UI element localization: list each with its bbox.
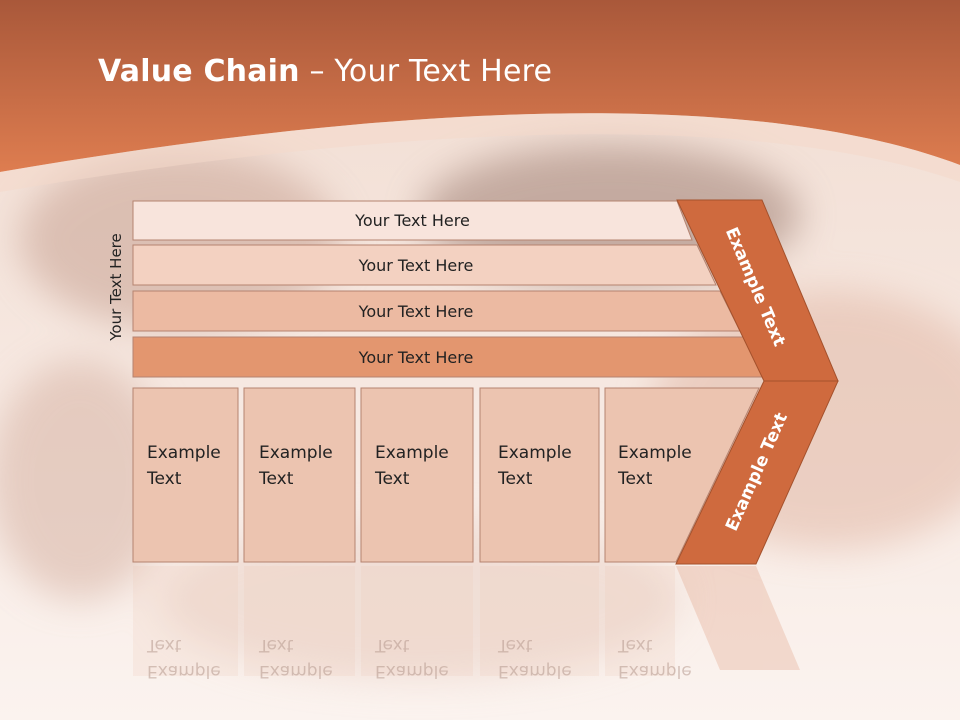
box-2-text: Example Text	[259, 440, 333, 492]
row-2-label: Your Text Here	[358, 255, 474, 275]
row-1-shape	[132, 200, 693, 241]
box-3-shape	[360, 387, 474, 563]
box-1-line2: Text	[147, 469, 182, 489]
box-4-reflection-line1: Example	[498, 661, 572, 681]
box-2-line2: Text	[259, 469, 294, 489]
box-3-reflection-line1: Example	[375, 661, 449, 681]
box-5-reflection-line2: Text	[618, 635, 653, 655]
box-4-shape	[479, 387, 600, 563]
box-3-reflection-line2: Text	[375, 635, 410, 655]
box-5-reflection: Example Text	[618, 632, 692, 684]
box-2-reflection: Example Text	[259, 632, 333, 684]
box-4-reflection: Example Text	[498, 632, 572, 684]
row-1-label: Your Text Here	[355, 211, 470, 230]
box-2-line1: Example	[259, 443, 333, 463]
box-5-line2: Text	[618, 469, 653, 489]
title-bold: Value Chain	[98, 54, 300, 89]
row-2-shape	[132, 244, 717, 286]
box-1-line1: Example	[147, 443, 221, 463]
row-4-label: Your Text Here	[358, 347, 474, 367]
box-3-text: Example Text	[375, 440, 449, 492]
box-3-line1: Example	[375, 443, 449, 463]
box-2-shape	[243, 387, 356, 563]
chevron-bottom-shape	[675, 380, 839, 565]
box-3-line2: Text	[375, 469, 410, 489]
box-5-shape	[604, 387, 760, 563]
box-1-reflection: Example Text	[147, 632, 221, 684]
box-4-reflection-line2: Text	[498, 635, 533, 655]
box-1-text: Example Text	[147, 440, 221, 492]
title-rest: – Your Text Here	[299, 54, 553, 89]
box-2-reflection-line1: Example	[259, 661, 333, 681]
slide-title: Value Chain – Your Text Here	[98, 54, 552, 89]
box-3-reflection: Example Text	[375, 632, 449, 684]
box-4-line2: Text	[498, 469, 533, 489]
box-5-text: Example Text	[618, 440, 692, 492]
box-4-text: Example Text	[498, 440, 572, 492]
box-4-line1: Example	[498, 443, 572, 463]
box-5-line1: Example	[618, 443, 692, 463]
box-1-shape	[132, 387, 239, 563]
row-3-label: Your Text Here	[358, 301, 474, 321]
box-5-reflection-line1: Example	[618, 661, 692, 681]
box-1-reflection-line2: Text	[147, 635, 182, 655]
box-1-reflection-line1: Example	[147, 661, 221, 681]
box-2-reflection-line2: Text	[259, 635, 294, 655]
